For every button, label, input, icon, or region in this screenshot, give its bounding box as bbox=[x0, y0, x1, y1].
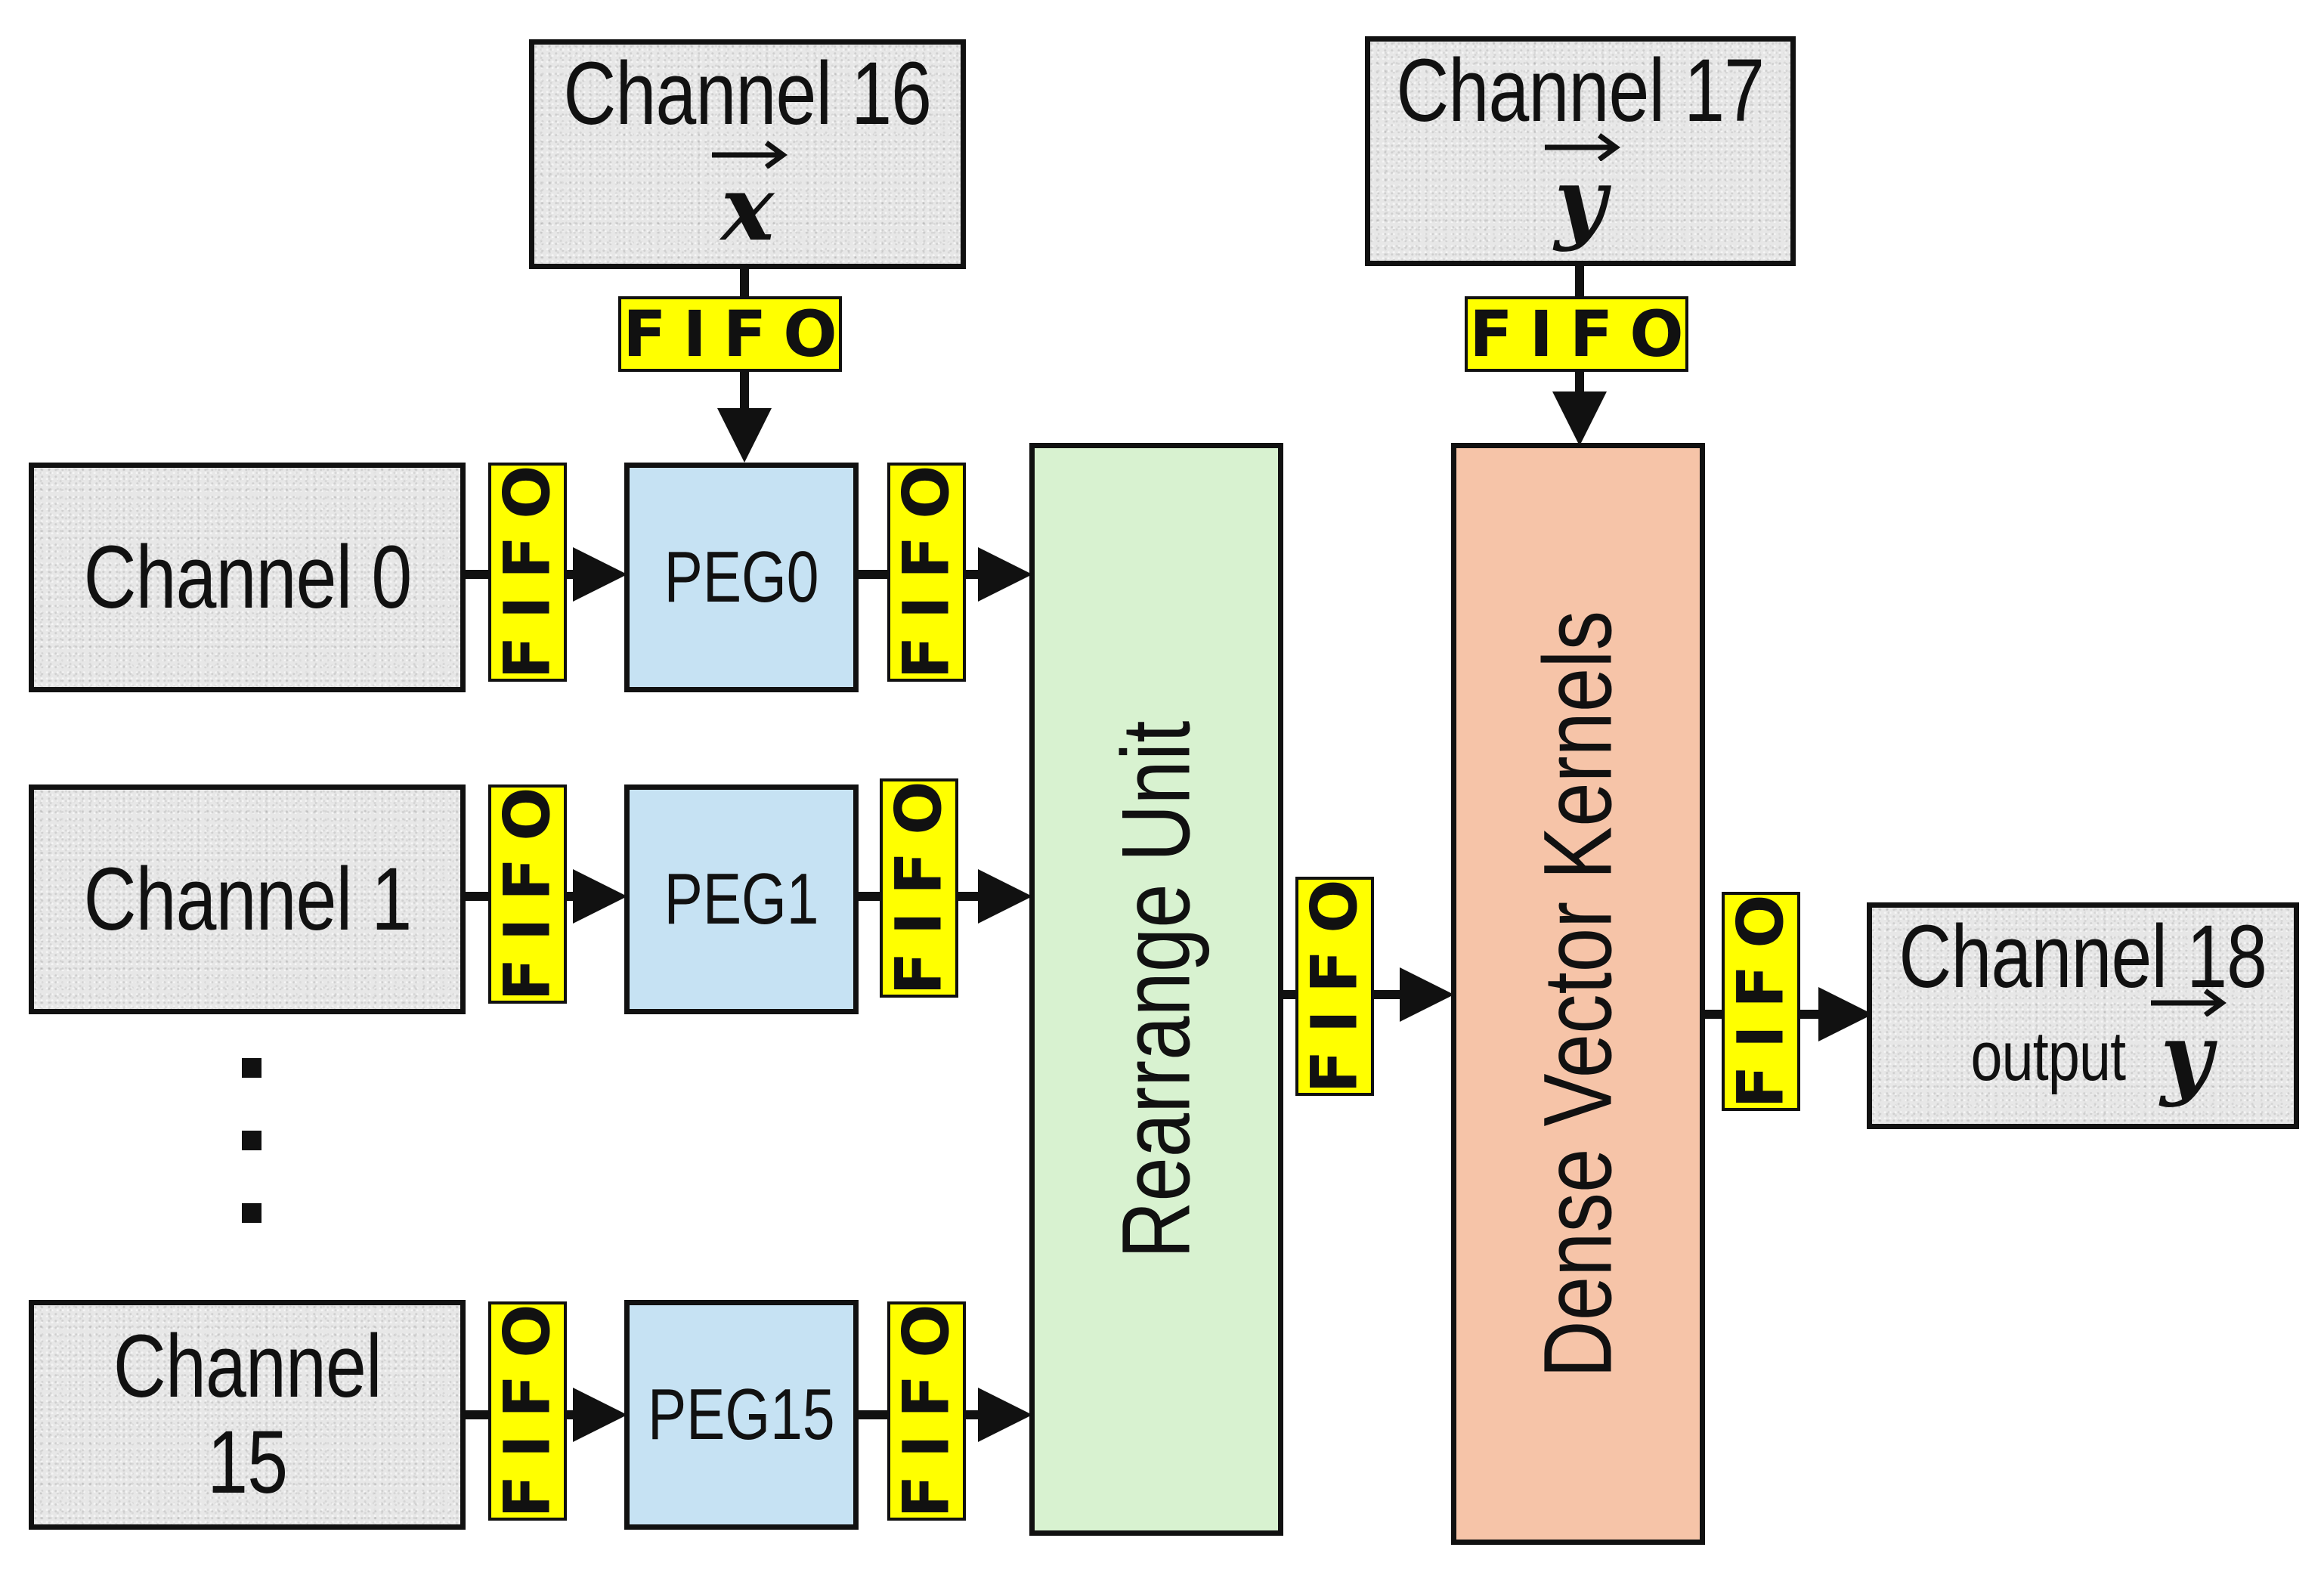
vector-y-output-letter: y bbox=[2160, 1004, 2213, 1109]
channel-18-box: Channel 18 output y bbox=[1867, 902, 2299, 1129]
dense-vector-kernels-box: Dense Vector Kernels bbox=[1451, 443, 1705, 1545]
peg1-label: PEG1 bbox=[664, 859, 819, 939]
channel-0-box: Channel 0 bbox=[29, 463, 466, 692]
channel-18-output-row: output y bbox=[1954, 989, 2227, 1101]
channel-1-label: Channel 1 bbox=[83, 849, 412, 949]
rearrange-unit-label: Rearrange Unit bbox=[1102, 720, 1211, 1258]
fifo-ch17: FIFO bbox=[1465, 296, 1688, 372]
vector-y-symbol: y bbox=[1544, 133, 1620, 246]
channel-0-label: Channel 0 bbox=[83, 528, 412, 627]
fifo-ch1-in: FIFO bbox=[488, 784, 567, 1004]
vector-y-letter: y bbox=[1554, 148, 1607, 253]
peg0-label: PEG0 bbox=[664, 537, 819, 617]
channel-15-box: Channel 15 bbox=[29, 1300, 466, 1530]
vector-arrow-icon bbox=[2150, 989, 2227, 1017]
channel-17-box: Channel 17 y bbox=[1365, 36, 1796, 266]
channel-17-label: Channel 17 bbox=[1396, 41, 1765, 141]
vector-x-symbol: x bbox=[711, 141, 788, 253]
peg1-box: PEG1 bbox=[624, 784, 859, 1014]
fifo-ch16: FIFO bbox=[618, 296, 842, 372]
channel-18-output-word: output bbox=[1970, 1018, 2126, 1095]
fifo-rearrange-dense: FIFO bbox=[1295, 877, 1374, 1096]
rearrange-unit-box: Rearrange Unit bbox=[1029, 443, 1283, 1536]
channel-15-line1: Channel bbox=[113, 1316, 382, 1416]
fifo-peg0-out: FIFO bbox=[887, 463, 966, 682]
channel-18-label: Channel 18 bbox=[1899, 907, 2268, 1007]
channel-1-box: Channel 1 bbox=[29, 784, 466, 1014]
ellipsis-dot bbox=[242, 1058, 261, 1078]
channel-16-box: Channel 16 x bbox=[529, 39, 966, 269]
peg0-box: PEG0 bbox=[624, 463, 859, 692]
fifo-dense-ch18: FIFO bbox=[1722, 892, 1800, 1111]
fifo-peg15-out: FIFO bbox=[887, 1301, 966, 1521]
vector-x-letter: x bbox=[720, 156, 775, 261]
fifo-peg1-out: FIFO bbox=[880, 778, 958, 998]
ellipsis-dot bbox=[242, 1203, 261, 1223]
channel-16-label: Channel 16 bbox=[563, 44, 933, 144]
dense-vector-kernels-label: Dense Vector Kernels bbox=[1524, 610, 1632, 1378]
fifo-ch15-in: FIFO bbox=[488, 1301, 567, 1521]
peg15-label: PEG15 bbox=[648, 1374, 835, 1455]
peg15-box: PEG15 bbox=[624, 1300, 859, 1530]
channel-15-line2: 15 bbox=[206, 1413, 288, 1512]
ellipsis-dot bbox=[242, 1131, 261, 1150]
vector-arrow-icon bbox=[1544, 133, 1620, 161]
channel-15-label: Channel 15 bbox=[113, 1316, 382, 1512]
fifo-ch0-in: FIFO bbox=[488, 463, 567, 682]
vector-arrow-icon bbox=[711, 141, 788, 169]
vector-y-output-symbol: y bbox=[2150, 989, 2227, 1101]
